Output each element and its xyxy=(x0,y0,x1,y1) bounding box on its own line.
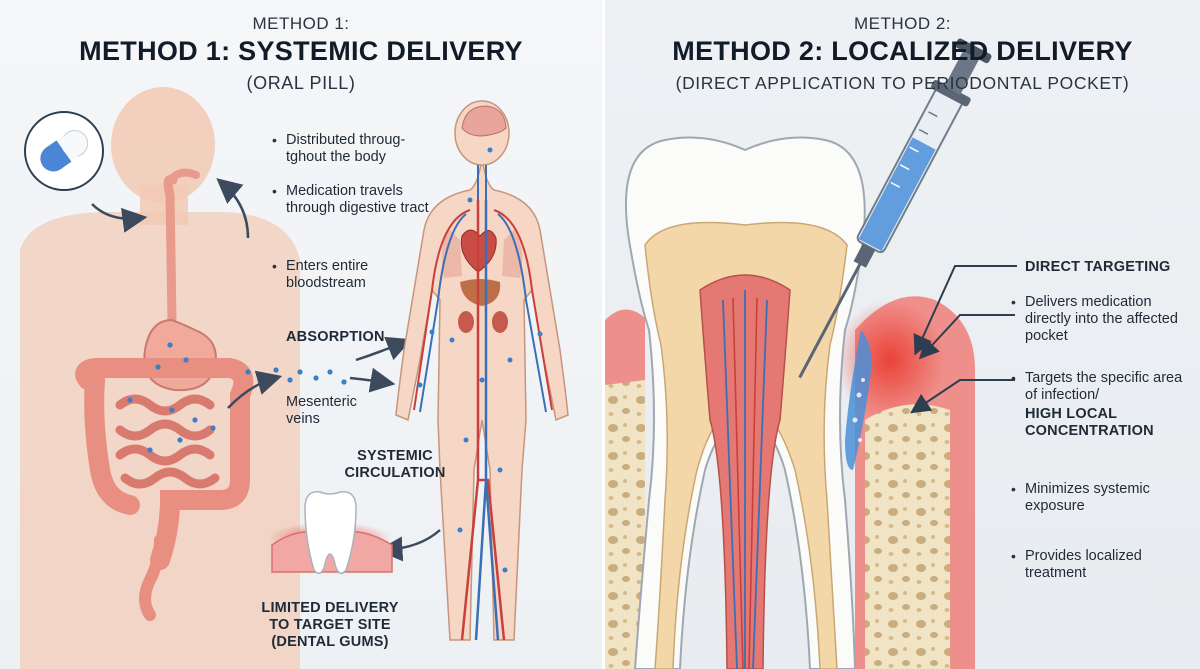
method1-bullet-bloodstream: Enters entire bloodstream xyxy=(270,258,426,292)
method1-bullet-digestive: Medication travels through digestive tra… xyxy=(270,183,436,217)
method1-subtitle: (ORAL PILL) xyxy=(246,73,356,93)
pill-icon xyxy=(24,111,104,191)
circulatory-figure xyxy=(395,100,569,641)
absorption-label: ABSORPTION xyxy=(286,329,385,345)
method2-small-title: METHOD 2: xyxy=(853,14,952,33)
direct-targeting-heading: DIRECT TARGETING xyxy=(1025,259,1171,275)
arrow-icon xyxy=(91,203,148,233)
bone-left xyxy=(605,380,645,669)
method2-bullet-minimizes: Minimizes systemic exposure xyxy=(1009,481,1185,515)
arrow-icon xyxy=(216,178,250,239)
method1-panel: METHOD 1: METHOD 1: SYSTEMIC DELIVERY (O… xyxy=(0,0,602,669)
arrow-icon xyxy=(377,529,441,562)
arrow-icon xyxy=(227,370,283,409)
arrow-icon xyxy=(913,265,1017,356)
arrow-icon xyxy=(910,379,1015,414)
arrow-icon xyxy=(918,314,1015,360)
systemic-circulation-label: SYSTEMIC CIRCULATION xyxy=(344,448,446,481)
medication-particles xyxy=(127,342,347,453)
bone-right xyxy=(865,404,950,669)
method2-bullet-delivers: Delivers medication directly into the af… xyxy=(1009,294,1185,345)
arrow-icon xyxy=(355,336,412,362)
arrow-icon xyxy=(349,367,396,393)
mesenteric-veins-label: Mesenteric veins xyxy=(286,394,357,427)
method2-subtitle: (DIRECT APPLICATION TO PERIODONTAL POCKE… xyxy=(675,73,1130,93)
body-silhouette xyxy=(20,87,300,669)
method1-title: METHOD 1: SYSTEMIC DELIVERY xyxy=(79,36,523,66)
tooth-icon xyxy=(625,136,866,669)
method1-illustration xyxy=(20,87,569,669)
method2-title: METHOD 2: LOCALIZED DELIVERY xyxy=(672,36,1133,66)
high-local-concentration: HIGH LOCAL CONCENTRATION xyxy=(1025,406,1154,439)
digestive-tract xyxy=(75,168,254,621)
syringe-icon xyxy=(798,38,992,379)
circulating-particles xyxy=(417,147,543,573)
panel-divider xyxy=(602,0,605,669)
method1-bullet-distributed: Distributed throug-tghout the body xyxy=(270,132,436,166)
tooth-icon xyxy=(268,491,393,575)
method2-bullet-targets: Targets the specific area of infection/ xyxy=(1009,370,1185,404)
method2-illustration xyxy=(605,38,1017,669)
limited-delivery-label: LIMITED DELIVERY TO TARGET SITE (DENTAL … xyxy=(261,600,399,650)
method2-bullet-provides: Provides localized treatment xyxy=(1009,548,1185,582)
method1-small-title: METHOD 1: xyxy=(252,14,350,33)
method2-panel: METHOD 2: METHOD 2: LOCALIZED DELIVERY (… xyxy=(605,0,1200,669)
medication-gel xyxy=(845,330,872,470)
